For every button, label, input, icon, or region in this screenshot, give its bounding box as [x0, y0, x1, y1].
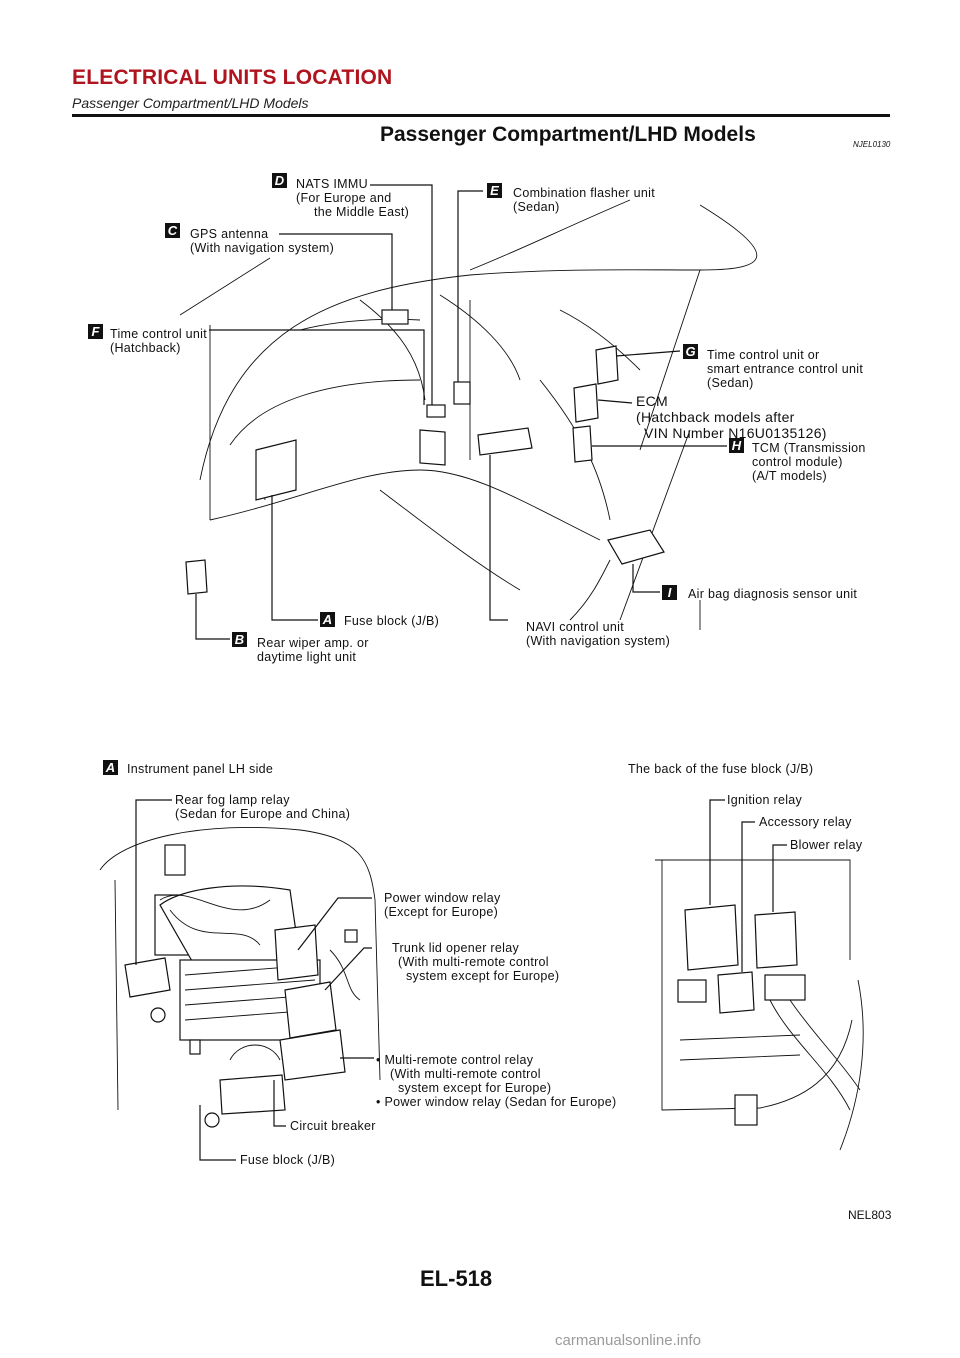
- rear-wiper-part: [185, 559, 208, 595]
- label-multi-remote-relay: • Multi-remote control relay (With multi…: [376, 1053, 617, 1109]
- figure-id: NEL803: [848, 1208, 892, 1222]
- section-code: NJEL0130: [853, 140, 891, 149]
- callout-badge-d: D: [272, 173, 287, 188]
- label-blower-relay: Blower relay: [790, 838, 863, 852]
- label-airbag-sensor: Air bag diagnosis sensor unit: [688, 587, 858, 601]
- dashboard-outline: [179, 199, 758, 630]
- label-circuit-breaker: Circuit breaker: [290, 1119, 376, 1133]
- detail-badge-a: A: [103, 760, 118, 775]
- ecm-part: [573, 383, 599, 423]
- jb-detail-artwork: [99, 799, 381, 1161]
- nats-immu-part: [381, 309, 409, 325]
- callout-badge-e: E: [487, 183, 502, 198]
- page-number: EL-518: [420, 1266, 493, 1291]
- label-fuse-block-detail: Fuse block (J/B): [240, 1153, 336, 1167]
- header-title: ELECTRICAL UNITS LOCATION: [72, 66, 393, 89]
- jb-upper-part: [255, 439, 297, 501]
- airbag-sensor-part: [607, 529, 665, 565]
- callout-badge-g: G: [683, 344, 698, 359]
- label-accessory-relay: Accessory relay: [759, 815, 852, 829]
- label-navi-control: NAVI control unit (With navigation syste…: [526, 620, 671, 648]
- navi-control-part: [477, 427, 533, 456]
- label-tcm: TCM (Transmission control module) (A/T m…: [752, 441, 866, 483]
- label-ignition-relay: Ignition relay: [727, 793, 803, 807]
- callout-badge-i: I: [662, 585, 677, 600]
- jb-back-artwork: [655, 799, 864, 1151]
- callout-badge-a: A: [320, 612, 335, 627]
- label-power-window-relay: Power window relay (Except for Europe): [384, 891, 501, 919]
- label-gps-antenna: GPS antenna (With navigation system): [190, 227, 335, 255]
- label-nats-immu: NATS IMMU (For Europe and the Middle Eas…: [296, 177, 410, 219]
- label-rear-wiper: Rear wiper amp. or daytime light unit: [257, 636, 369, 664]
- tcm-part: [572, 425, 593, 463]
- callout-badge-h: H: [729, 438, 744, 453]
- fuse-block-part: [419, 429, 446, 466]
- callout-badge-f: F: [88, 324, 103, 339]
- label-rear-fog-relay: Rear fog lamp relay (Sedan for Europe an…: [175, 793, 351, 821]
- time-control-hatch-part: [426, 404, 446, 418]
- label-time-control-sedan: Time control unit or smart entrance cont…: [707, 348, 864, 390]
- label-combination-flasher: Combination flasher unit (Sedan): [513, 186, 655, 214]
- section-title: Passenger Compartment/LHD Models: [380, 123, 756, 146]
- header-rule: [72, 114, 890, 117]
- callout-badge-b: B: [232, 632, 247, 647]
- detail-right-heading: The back of the fuse block (J/B): [628, 762, 814, 776]
- header-subtitle: Passenger Compartment/LHD Models: [72, 95, 309, 111]
- combination-flasher-part: [453, 381, 471, 405]
- callout-badge-c: C: [165, 223, 180, 238]
- time-control-sedan-part: [595, 345, 619, 385]
- watermark: carmanualsonline.info: [555, 1332, 701, 1349]
- detail-left-heading: Instrument panel LH side: [127, 762, 274, 776]
- label-trunk-lid-relay: Trunk lid opener relay (With multi-remot…: [392, 941, 560, 983]
- label-time-control-hatchback: Time control unit (Hatchback): [110, 327, 208, 355]
- label-fuse-block: Fuse block (J/B): [344, 614, 440, 628]
- label-ecm: ECM (Hatchback models after VIN Number N…: [636, 393, 827, 441]
